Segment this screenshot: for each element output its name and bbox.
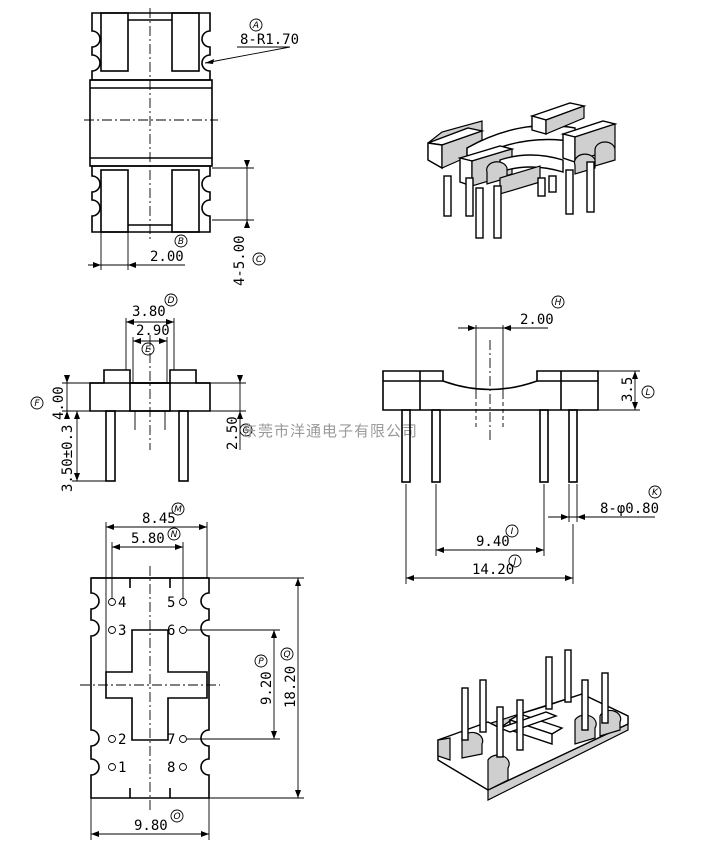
- svg-text:G: G: [243, 426, 250, 436]
- dim-e-text: 2.90: [136, 323, 170, 339]
- dim-c-text: 4-5.00: [232, 235, 248, 286]
- dim-k-callout: K: [648, 485, 662, 499]
- svg-text:K: K: [652, 488, 659, 498]
- dim-k-text: 8-φ0.80: [600, 501, 659, 517]
- svg-text:8: 8: [167, 760, 175, 776]
- dim-d-callout: D: [164, 293, 178, 307]
- dim-h-callout: H: [551, 295, 565, 309]
- svg-text:5: 5: [167, 595, 175, 611]
- svg-text:D: D: [168, 296, 175, 306]
- svg-text:C: C: [256, 255, 263, 265]
- svg-text:1: 1: [118, 760, 126, 776]
- pin-hole-3: [108, 626, 116, 634]
- svg-text:B: B: [178, 237, 184, 247]
- dim-o-text: 9.80: [134, 818, 168, 834]
- pin-hole-7: [179, 735, 187, 743]
- svg-text:M: M: [174, 505, 182, 515]
- dim-o-callout: O: [170, 809, 184, 823]
- svg-text:6: 6: [167, 623, 175, 639]
- svg-text:2: 2: [118, 732, 126, 748]
- dim-m-text: 8.45: [142, 511, 176, 527]
- dim-n-text: 5.80: [131, 531, 165, 547]
- svg-text:P: P: [258, 657, 264, 667]
- svg-text:I: I: [511, 527, 514, 537]
- dim-q-text: 18.20: [283, 666, 299, 708]
- pin-hole-5: [179, 598, 187, 606]
- dim-q-callout: Q: [280, 647, 294, 661]
- dim-f-callout: F: [30, 396, 44, 410]
- dim-h-text: 2.00: [520, 312, 554, 328]
- dim-i-callout: I: [505, 524, 519, 538]
- dim-l-text: 3.5: [620, 377, 636, 402]
- company-watermark: 东莞市洋通电子有限公司: [242, 422, 418, 440]
- pin-hole-6: [179, 626, 187, 634]
- dim-b-text: 2.00: [150, 249, 184, 265]
- dim-g-callout: G: [239, 423, 253, 437]
- dim-i-text: 9.40: [476, 534, 510, 550]
- dim-g-text: 2.50: [225, 416, 241, 450]
- dim-p-text: 9.20: [259, 671, 275, 705]
- dim-f-text: 4.00: [51, 386, 67, 420]
- pin-hole-2: [108, 735, 116, 743]
- svg-text:L: L: [645, 388, 650, 398]
- svg-text:J: J: [512, 557, 517, 567]
- dim-m-callout: M: [171, 502, 185, 516]
- svg-text:Q: Q: [283, 650, 290, 660]
- isometric-bottom-view: [437, 649, 629, 801]
- svg-text:A: A: [252, 21, 259, 31]
- pin-hole-8: [179, 763, 187, 771]
- dim-d-text: 3.80: [132, 304, 166, 320]
- dim-j-callout: J: [508, 554, 522, 568]
- dim-p-callout: P: [254, 654, 268, 668]
- pin-hole-1: [108, 763, 116, 771]
- pin-length-text: 3.50±0.3: [60, 425, 76, 492]
- dim-e-callout: E: [141, 342, 155, 356]
- dim-a-text: 8-R1.70: [240, 32, 299, 48]
- top-view: 8-R1.70 A 2.00 B 4-5.00 C: [84, 8, 299, 286]
- svg-text:O: O: [173, 812, 180, 822]
- bottom-view: 4 5 3 6 2 7 1 8 8.45 M 5.80: [80, 502, 304, 840]
- svg-text:N: N: [171, 530, 178, 540]
- isometric-top-view: [427, 102, 618, 239]
- dim-j-text: 14.20: [472, 562, 514, 578]
- side-view-left: 3.80 D 2.90 E 4.00 F 2.50: [30, 293, 253, 492]
- svg-text:H: H: [555, 298, 562, 308]
- dim-a-callout: A: [249, 18, 263, 32]
- front-view-right: 2.00 H 3.5 L 8-φ0.80 K 9.40: [382, 295, 662, 584]
- pin-hole-4: [108, 598, 116, 606]
- svg-text:F: F: [34, 399, 40, 409]
- svg-text:E: E: [145, 345, 151, 355]
- dim-c-callout: C: [252, 252, 266, 266]
- svg-text:7: 7: [167, 732, 175, 748]
- dim-b-callout: B: [174, 234, 188, 248]
- dim-l-callout: L: [641, 385, 655, 399]
- dim-n-callout: N: [167, 527, 181, 541]
- svg-text:3: 3: [118, 623, 126, 639]
- svg-text:4: 4: [118, 595, 126, 611]
